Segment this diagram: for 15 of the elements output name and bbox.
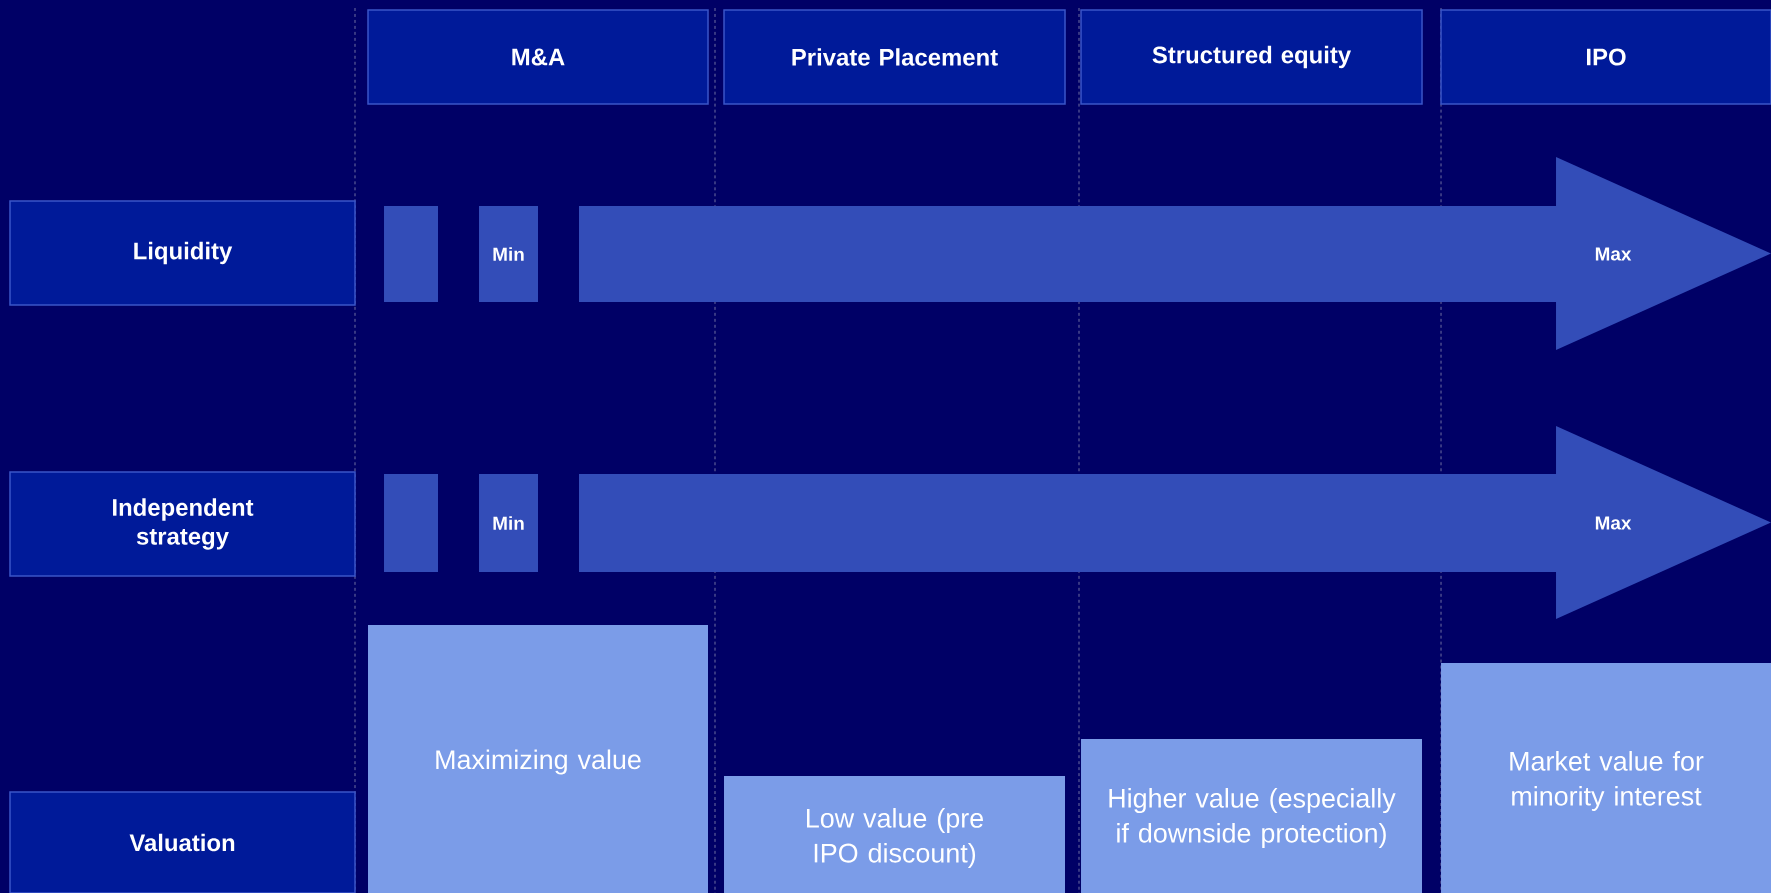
column-header: Private Placement (723, 9, 1066, 105)
row-header: Valuation (9, 791, 356, 893)
arrow-block: Min (479, 206, 538, 302)
value-bar: Higher value (especially if downside protection) (1081, 739, 1422, 893)
column-header: M&A (367, 9, 709, 105)
value-bar: Maximizing value (368, 625, 708, 893)
arrow-block (384, 474, 438, 572)
column-header: IPO (1440, 9, 1771, 105)
column-header: Structured equity (1080, 9, 1423, 105)
arrow-block: Min (479, 474, 538, 572)
value-bar: Market value for minority interest (1441, 663, 1771, 893)
row-header: Liquidity (9, 200, 356, 306)
arrow-block (384, 206, 438, 302)
value-bar: Low value (pre IPO discount) (724, 776, 1065, 893)
row-header: Independent strategy (9, 471, 356, 577)
